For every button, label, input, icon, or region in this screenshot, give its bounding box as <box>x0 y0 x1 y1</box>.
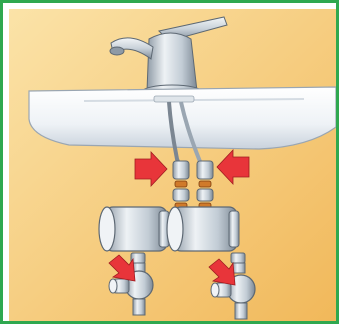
plumbing-diagram <box>9 9 336 321</box>
basin <box>29 87 336 149</box>
plumbing-illustration <box>9 9 336 321</box>
